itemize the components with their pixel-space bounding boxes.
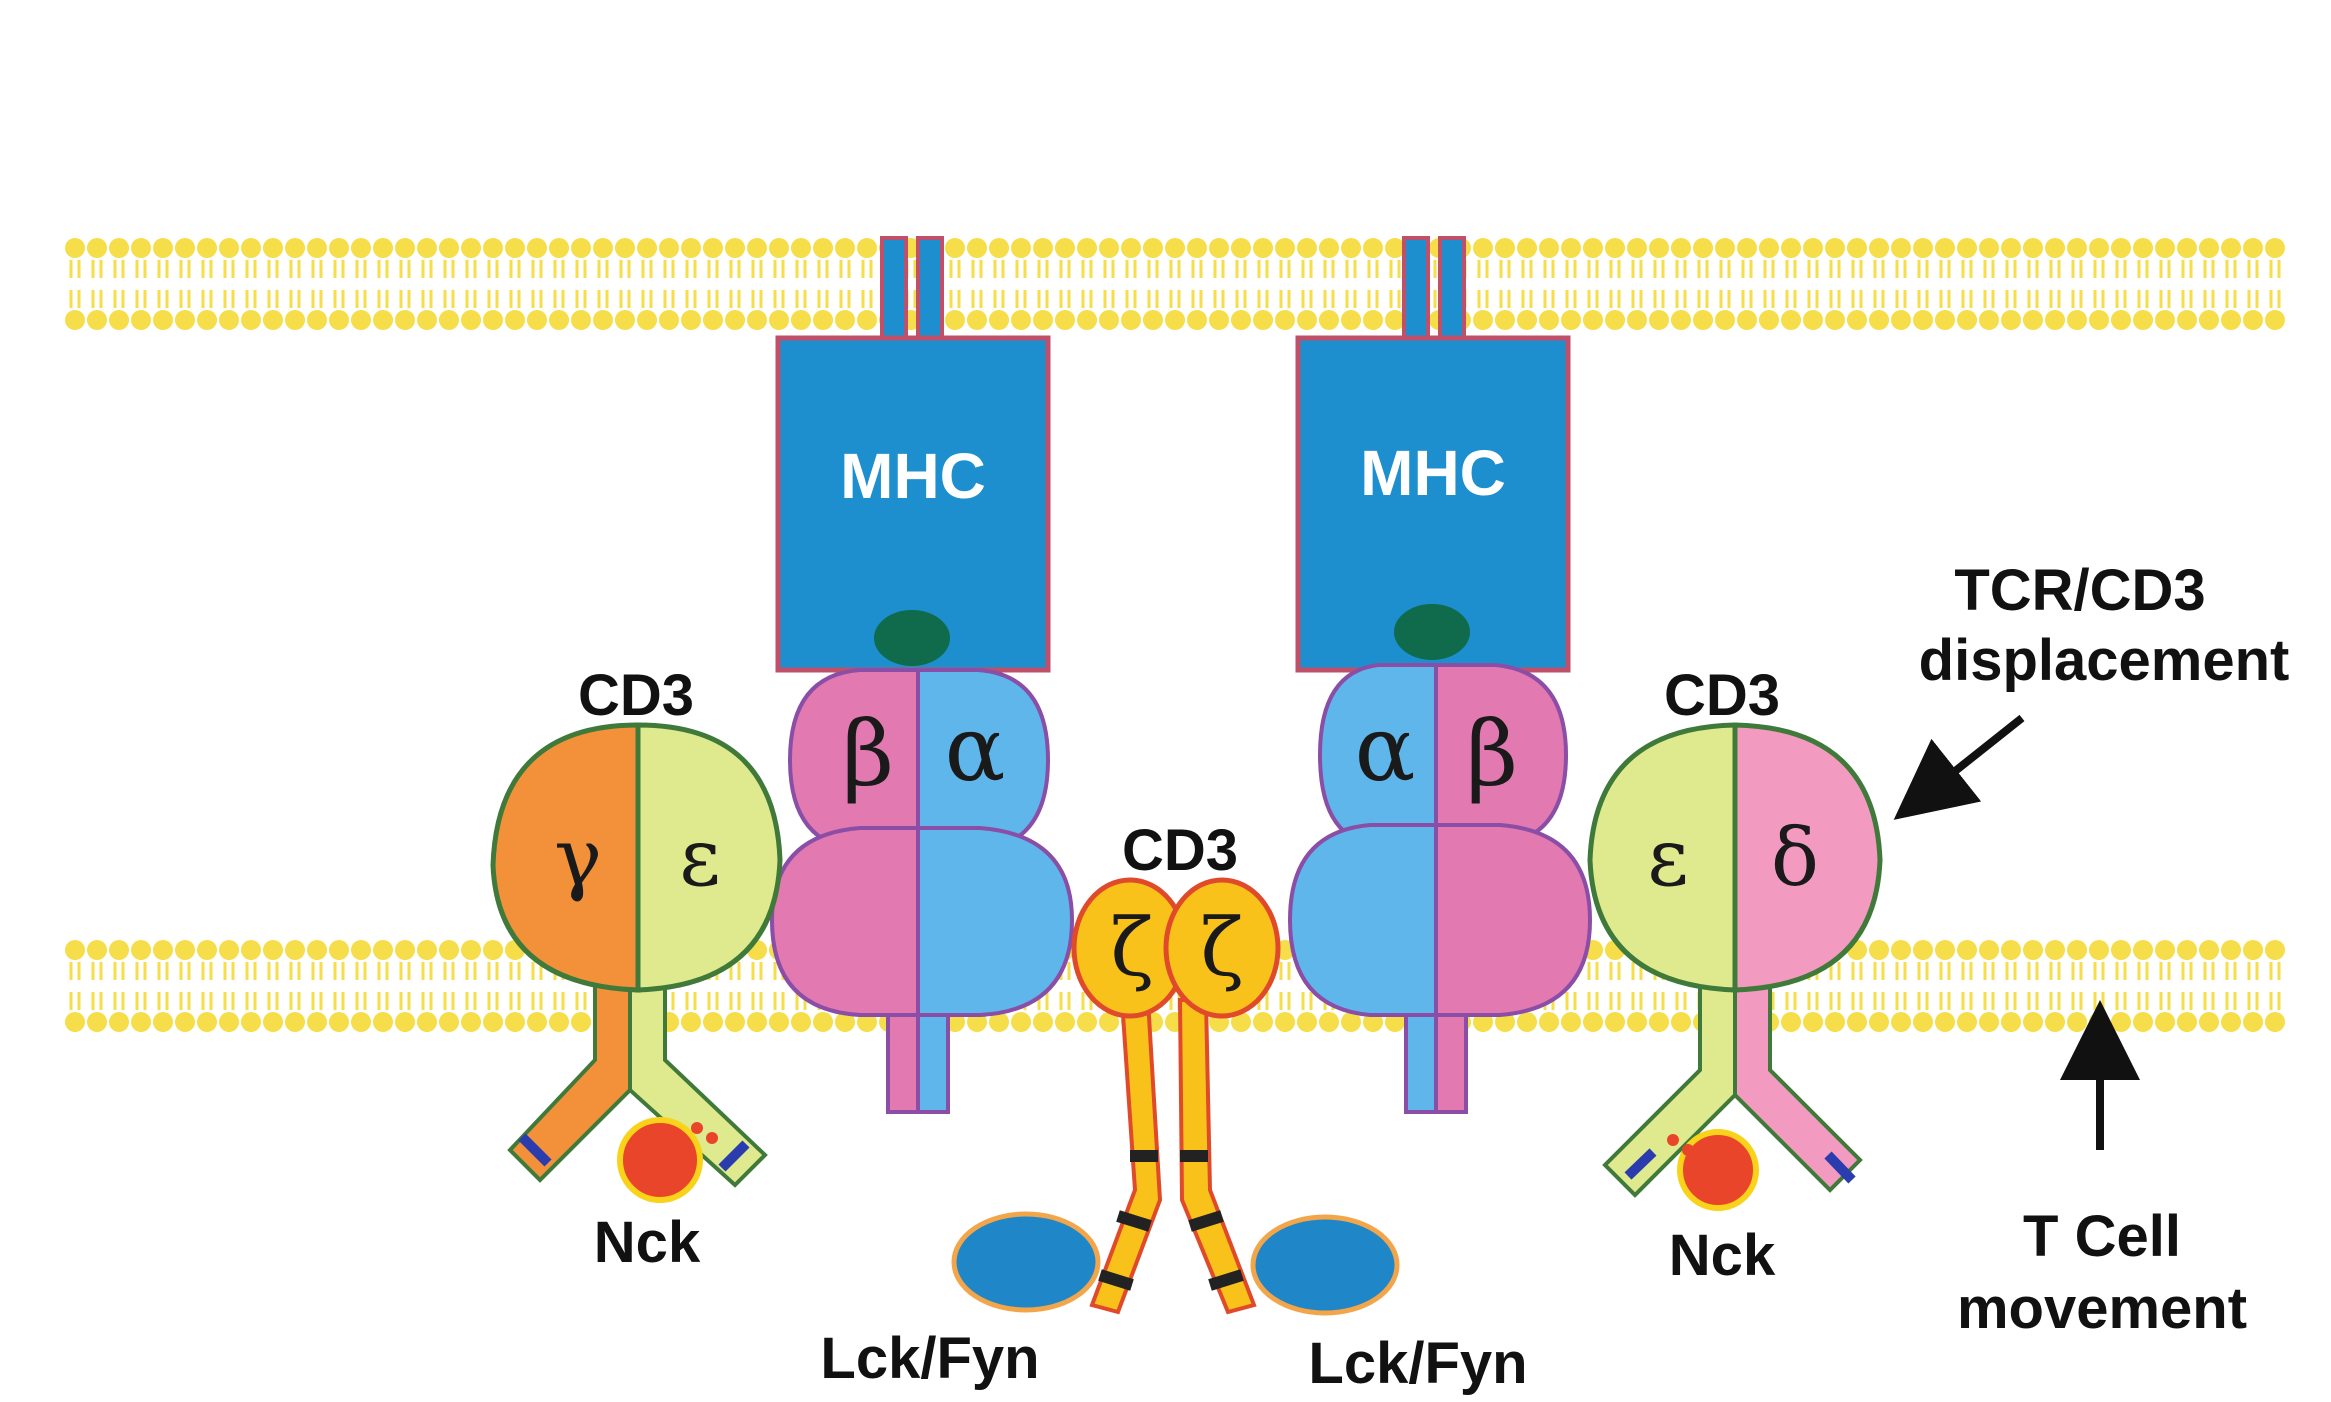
cd3-gamma-epsilon: γ ε <box>490 722 783 1188</box>
peptide <box>874 610 950 666</box>
t-cell-movement-label-line1: T Cell <box>2023 1204 2181 1269</box>
t-cell-movement-label-line2: movement <box>1957 1276 2247 1341</box>
arrow-down-left-icon <box>1893 714 2025 820</box>
tcr-displacement-label-line2: displacement <box>1919 628 2290 693</box>
mhc-label: MHC <box>840 440 986 512</box>
cd3-label-right: CD3 <box>1664 663 1780 728</box>
alpha-label: α <box>1355 697 1416 802</box>
lck-fyn-label-left: Lck/Fyn <box>820 1326 1039 1391</box>
lck-fyn-label-right: Lck/Fyn <box>1308 1331 1527 1396</box>
zeta-label: ζ <box>1110 901 1153 994</box>
lck-fyn-left <box>951 1211 1101 1313</box>
nck-right <box>1667 1129 1759 1211</box>
nck-left <box>617 1117 718 1203</box>
gamma-label: γ <box>554 811 602 904</box>
cd3-zeta-dimer: ζ ζ <box>1071 877 1281 1315</box>
alpha-label: α <box>945 697 1006 802</box>
mhc-right: MHC <box>1295 236 1571 673</box>
epsilon-label: ε <box>1647 811 1688 904</box>
tcr-right: α β <box>1287 663 1593 1114</box>
zeta-label: ζ <box>1200 901 1243 994</box>
tcr-displacement-label-line1: TCR/CD3 <box>1954 558 2205 623</box>
mhc-left: MHC <box>775 236 1051 673</box>
epsilon-label: ε <box>679 811 720 904</box>
lck-fyn-right <box>1250 1214 1400 1316</box>
mhc-label: MHC <box>1360 437 1506 509</box>
nck-label-right: Nck <box>1669 1223 1776 1288</box>
cd3-epsilon-delta: ε δ <box>1587 722 1883 1198</box>
tcr-left: β α <box>769 668 1075 1114</box>
beta-label: β <box>842 702 894 807</box>
beta-label: β <box>1466 702 1518 807</box>
cd3-label-left: CD3 <box>578 663 694 728</box>
cd3-label-center: CD3 <box>1122 818 1238 883</box>
nck-label-left: Nck <box>594 1210 701 1275</box>
delta-label: δ <box>1771 811 1819 904</box>
apc-membrane <box>65 238 2285 330</box>
peptide <box>1394 604 1470 660</box>
